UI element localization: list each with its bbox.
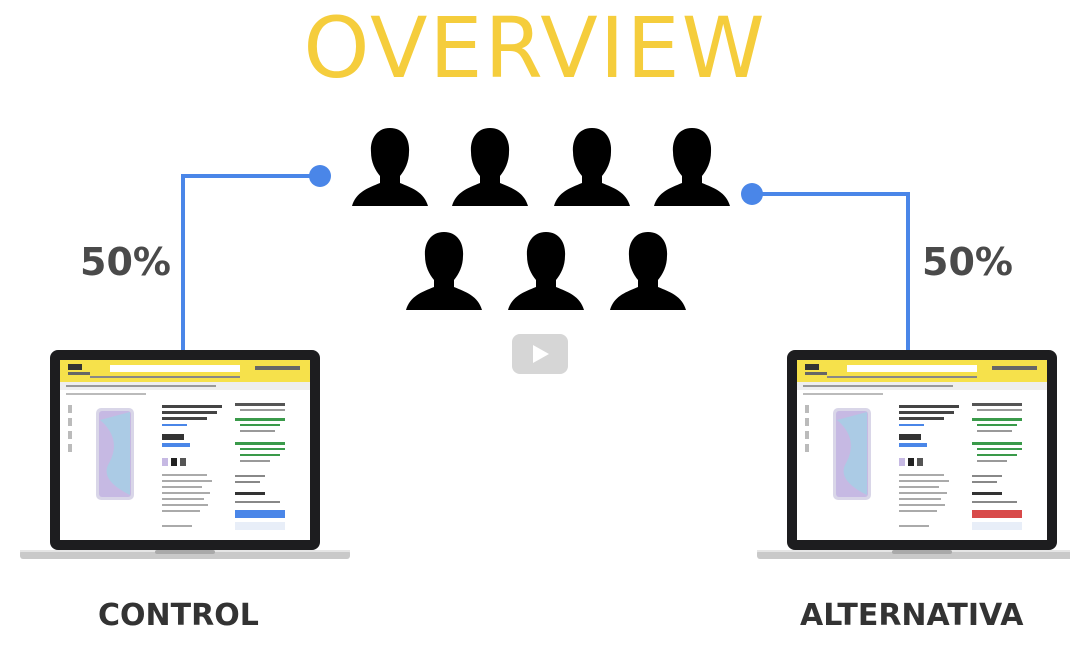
connector-left [181, 165, 331, 350]
laptop-icon [20, 350, 350, 559]
person-icon [654, 128, 730, 206]
page-title: OVERVIEW [303, 0, 767, 97]
laptop-icon [757, 350, 1070, 559]
caption-alternative: ALTERNATIVA [800, 598, 1024, 633]
person-icon [406, 232, 482, 310]
laptop-control [20, 350, 350, 559]
laptop-alternative [757, 350, 1070, 559]
play-icon [533, 345, 549, 363]
person-icon [452, 128, 528, 206]
caption-control: CONTROL [98, 598, 259, 633]
split-percent-right: 50% [922, 240, 1013, 284]
person-icon [610, 232, 686, 310]
people-group [352, 128, 730, 310]
person-icon [554, 128, 630, 206]
person-icon [352, 128, 428, 206]
split-percent-left: 50% [80, 240, 171, 284]
play-button[interactable] [512, 334, 568, 374]
connector-right [741, 183, 910, 350]
person-icon [508, 232, 584, 310]
